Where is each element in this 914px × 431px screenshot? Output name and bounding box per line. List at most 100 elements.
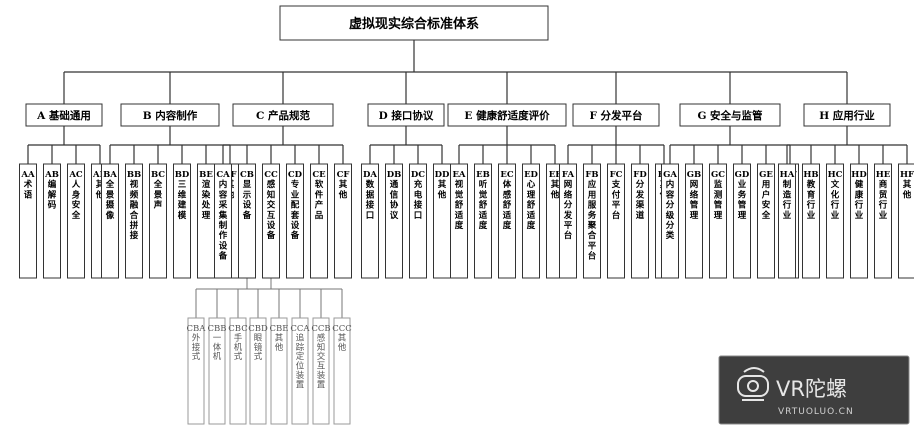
category-label: F 分发平台 — [589, 109, 642, 122]
watermark-brand: VR陀螺 — [776, 377, 847, 401]
connector-lines — [27, 40, 908, 318]
goggles-logo-icon — [737, 367, 769, 401]
category-node: H 应用行业 — [803, 103, 891, 127]
watermark-url: VRTUOLUO.CN — [778, 407, 854, 417]
category-node: B 内容制作 — [120, 103, 220, 127]
category-node: D 接口协议 — [367, 103, 445, 127]
root-label: 虚拟现实综合标准体系 — [349, 16, 479, 32]
category-label: D 接口协议 — [379, 109, 434, 122]
category-label: A 基础通用 — [36, 109, 91, 122]
category-node: G 安全与监管 — [679, 103, 781, 127]
category-label: G 安全与监管 — [697, 109, 763, 122]
category-label: C 产品规范 — [256, 109, 311, 122]
category-node: C 产品规范 — [232, 103, 334, 127]
watermark-logo: VR陀螺 VRTUOLUO.CN — [718, 355, 910, 425]
category-label: E 健康舒适度评价 — [464, 109, 550, 122]
category-node: A 基础通用 — [25, 103, 103, 127]
root-node: 虚拟现实综合标准体系 — [279, 5, 549, 41]
